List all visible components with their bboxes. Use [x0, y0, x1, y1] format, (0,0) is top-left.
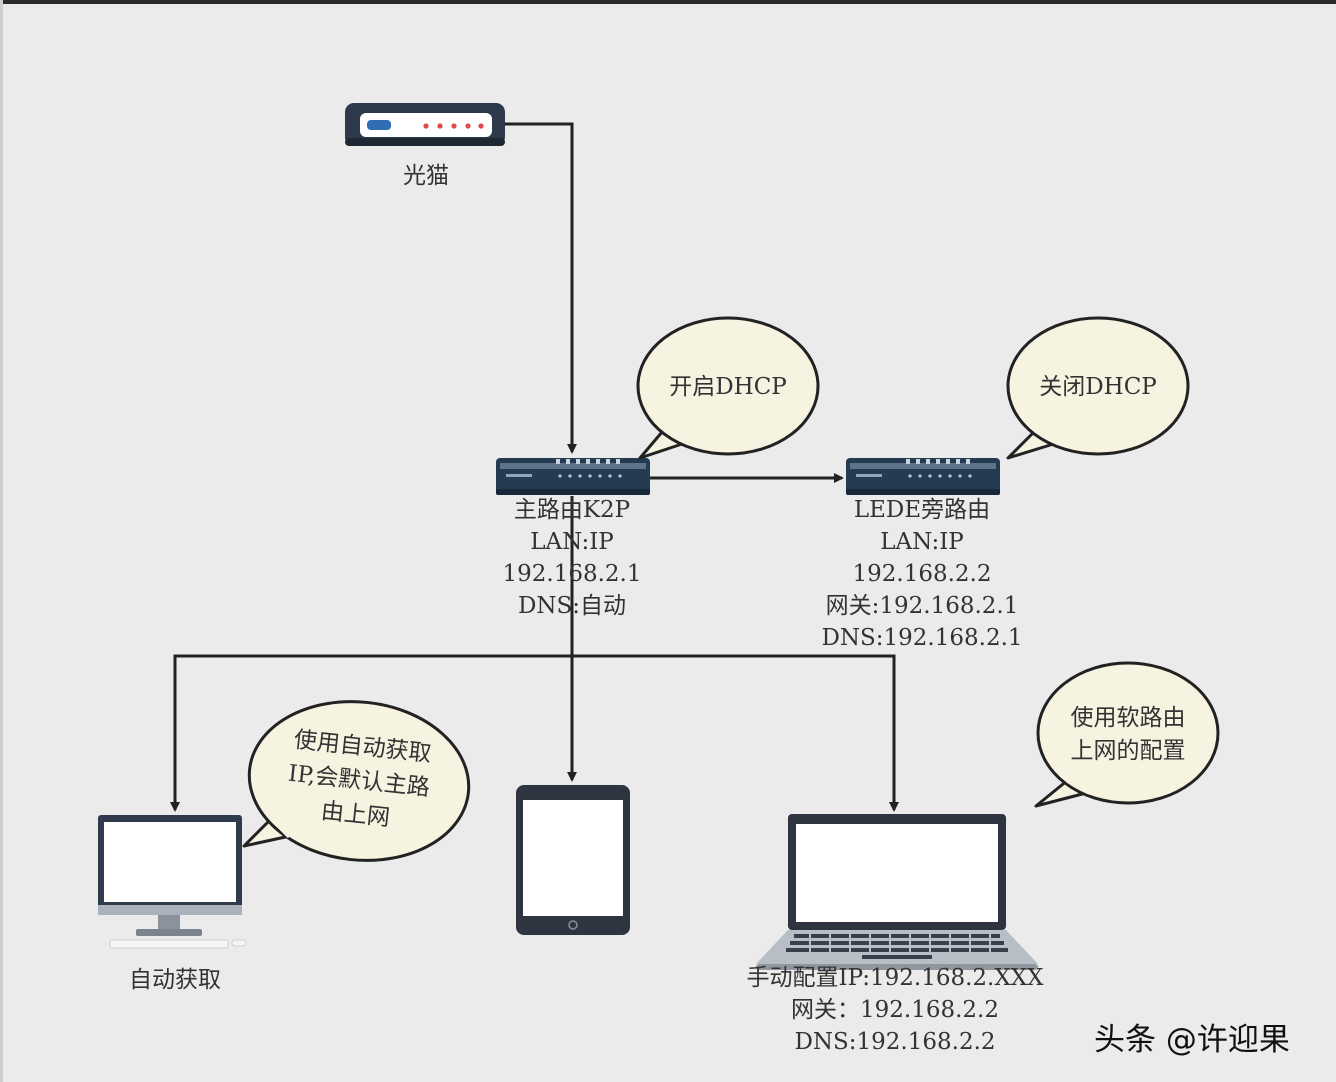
- callout-main-router: 开启DHCP: [636, 316, 820, 460]
- callout-main-router-text: 开启DHCP: [669, 374, 787, 400]
- link-modem-to-main-router: [505, 122, 577, 454]
- modem-icon: [345, 103, 505, 146]
- callout-laptop-line-2: 上网的配置: [1071, 738, 1186, 764]
- laptop-label: 手动配置IP:192.168.2.XXX 网关：192.168.2.2 DNS:…: [730, 962, 1060, 1058]
- main-router-label: 主路由K2P LAN:IP 192.168.2.1 DNS:自动: [452, 494, 692, 622]
- laptop-ip-config: 手动配置IP:192.168.2.XXX: [746, 965, 1044, 991]
- laptop-dns: DNS:192.168.2.2: [794, 1029, 996, 1055]
- desktop-monitor-icon: [98, 815, 247, 949]
- tablet-icon: [516, 785, 630, 935]
- side-router-ip: 192.168.2.2: [852, 561, 992, 587]
- main-router-ip: 192.168.2.1: [502, 561, 642, 587]
- link-to-desktop: [170, 654, 572, 812]
- side-router-lan-label: LAN:IP: [880, 529, 964, 555]
- callout-laptop: 使用软路由 上网的配置: [1034, 661, 1220, 808]
- side-router-gateway: 网关:192.168.2.1: [825, 593, 1019, 619]
- callout-side-router: 关闭DHCP: [1006, 316, 1190, 460]
- callout-side-router-text: 关闭DHCP: [1039, 374, 1157, 400]
- main-router-dns: DNS:自动: [517, 593, 627, 619]
- side-router-dns: DNS:192.168.2.1: [821, 625, 1023, 651]
- top-border: [0, 0, 1336, 4]
- side-router-name: LEDE旁路由: [853, 497, 991, 523]
- main-router-name: 主路由K2P: [513, 497, 631, 523]
- laptop-icon: [756, 814, 1038, 970]
- link-to-laptop: [572, 654, 899, 812]
- desktop-label: 自动获取: [129, 967, 221, 993]
- main-router-lan-label: LAN:IP: [530, 529, 614, 555]
- callout-laptop-line-1: 使用软路由: [1071, 705, 1186, 731]
- modem-label: 光猫: [403, 163, 449, 189]
- left-border: [0, 0, 3, 1082]
- watermark: 头条 @许迎果: [1094, 1022, 1290, 1058]
- laptop-gateway: 网关：192.168.2.2: [791, 997, 999, 1023]
- main-router-icon: [496, 458, 650, 495]
- side-router-label: LEDE旁路由 LAN:IP 192.168.2.2 网关:192.168.2.…: [782, 494, 1062, 654]
- callout-desktop: 使用自动获取 IP,会默认主路 由上网: [242, 700, 471, 862]
- side-router-icon: [846, 458, 1000, 495]
